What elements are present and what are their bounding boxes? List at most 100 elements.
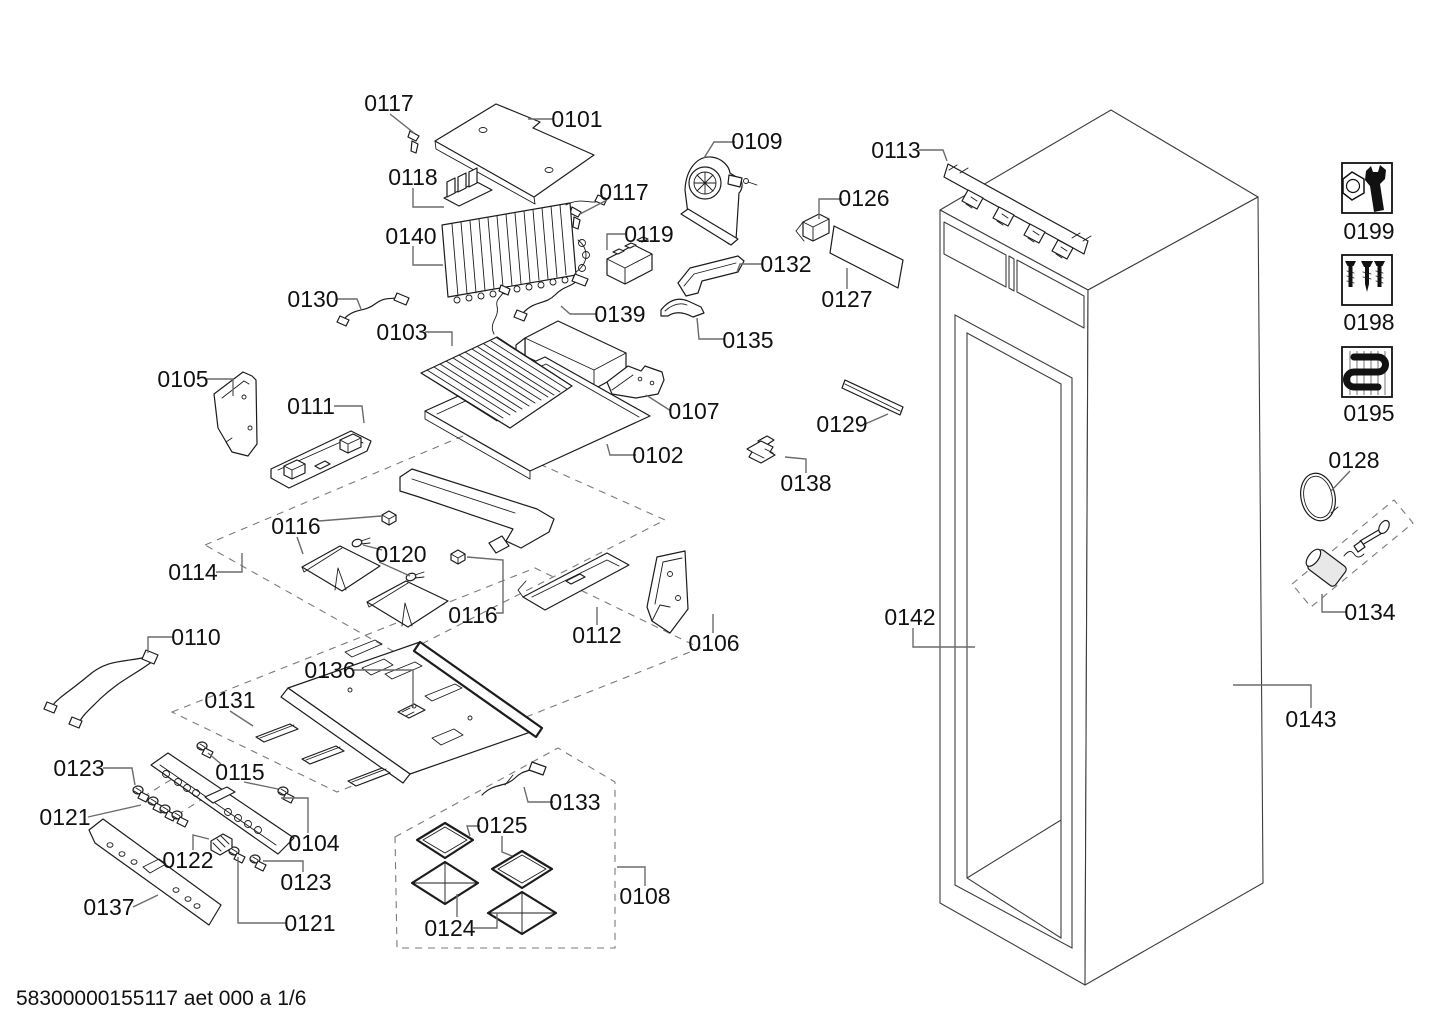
side-panel-0127 — [829, 225, 904, 289]
part-number-label: 0139 — [594, 301, 645, 327]
callout-leader-line — [560, 305, 597, 315]
part-number-label: 0136 — [304, 657, 355, 683]
callout-leader-line — [243, 781, 279, 790]
clamp-0138 — [746, 435, 776, 464]
callout-leader-line — [362, 544, 383, 551]
fan-blower-0109 — [680, 156, 758, 246]
part-number-label: 0117 — [599, 179, 648, 205]
spacer-0122 — [210, 833, 233, 856]
lamp-cover-a — [301, 545, 381, 592]
gasket-pad-0124-b — [486, 890, 558, 936]
part-number-label: 0127 — [821, 286, 872, 312]
callout-leader-line — [318, 515, 382, 522]
callout-leader-line — [334, 405, 365, 424]
part-number-label: 0140 — [385, 223, 436, 249]
part-number-label: 0105 — [157, 366, 208, 392]
callout-leader-line — [1330, 470, 1351, 492]
part-number-label: 0143 — [1285, 706, 1336, 732]
slot-covers-0131 — [255, 639, 463, 787]
latch-0136 — [397, 703, 426, 719]
part-number-label: 0115 — [215, 759, 264, 785]
callout-leader-line — [281, 797, 309, 833]
part-number-label: 0142 — [884, 604, 935, 630]
sensor-wire-0133 — [481, 761, 547, 796]
valve-kit-box-0134 — [1291, 499, 1414, 608]
gasket-kit-region-0108 — [394, 747, 616, 949]
mounting-clip-0117-a — [407, 130, 420, 154]
part-number-label: 0124 — [424, 915, 475, 941]
part-number-label: 0116 — [271, 513, 320, 539]
cabinet-floor-edge — [966, 819, 1062, 879]
callout-leader-line — [466, 556, 504, 614]
part-number-label: 0123 — [53, 755, 104, 781]
callout-leader-line — [1233, 684, 1312, 708]
part-number-label: 0104 — [288, 830, 339, 856]
gasket-frame-0125-a — [415, 821, 475, 860]
part-number-label: 0133 — [549, 789, 600, 815]
part-number-label: 0134 — [1344, 599, 1395, 625]
legend: 0199 0198 0195 — [1341, 162, 1395, 426]
control-panel-0104 — [150, 752, 295, 855]
part-number-label: 0129 — [816, 411, 867, 437]
legend-label: 0198 — [1343, 309, 1394, 335]
callout-leader-line — [147, 636, 173, 653]
callout-leader-line — [378, 561, 411, 577]
drawer-front-0112 — [517, 552, 630, 611]
side-bracket-0105 — [213, 371, 258, 457]
legend-item-0199: 0199 — [1341, 162, 1395, 244]
part-number-label: 0137 — [83, 894, 134, 920]
part-number-label: 0107 — [668, 398, 719, 424]
callout-leader-line — [703, 141, 735, 159]
part-number-label: 0109 — [731, 128, 782, 154]
callout-leader-line — [523, 786, 553, 803]
callout-leader-line — [229, 710, 254, 727]
part-number-label: 0106 — [688, 630, 739, 656]
callout-leader-line — [87, 804, 142, 818]
part-number-label: 0113 — [871, 137, 920, 163]
vent-band-right — [1016, 259, 1085, 329]
spacer-block-0118 — [443, 167, 493, 207]
part-number-label: 0116 — [448, 602, 497, 628]
terminal-block-0119 — [606, 236, 653, 285]
part-number-label: 0110 — [171, 624, 220, 650]
handle-bracket-0132 — [677, 255, 745, 297]
vent-band-divider — [1008, 255, 1015, 292]
callout-leader-line — [784, 456, 807, 473]
document-number: 58300000155117 aet 000 a 1/6 — [16, 987, 306, 1010]
screw-0115-b — [277, 786, 295, 804]
part-number-label: 0117 — [364, 90, 413, 116]
part-number-label: 0121 — [284, 910, 335, 936]
callout-leader-line — [645, 394, 672, 412]
screw-0123-a — [132, 785, 150, 803]
part-number-label: 0103 — [376, 319, 427, 345]
callout-leader-line — [696, 317, 725, 340]
callout-leader-line — [354, 669, 414, 707]
part-number-label: 0114 — [168, 559, 218, 585]
callout-leader-line — [425, 331, 453, 346]
lamp-cover-b — [366, 580, 449, 628]
screws-icon — [1345, 261, 1385, 292]
part-number-label: 0126 — [838, 185, 889, 211]
callout-leader-line — [216, 553, 243, 573]
callout-leader-line — [1321, 594, 1346, 613]
part-number-label: 0118 — [388, 164, 437, 190]
clip-0126 — [795, 213, 830, 242]
callout-leader-line — [606, 443, 636, 456]
part-number-label: 0120 — [375, 541, 426, 567]
callout-leader-line — [412, 188, 444, 208]
lamp-assembly-plane-0114 — [203, 432, 667, 656]
part-number-label: 0108 — [619, 883, 670, 909]
vent-band-left — [943, 221, 1007, 288]
part-number-label: 0123 — [280, 869, 331, 895]
part-number-label: 0130 — [287, 286, 338, 312]
legend-item-0198: 0198 — [1341, 254, 1395, 335]
callout-leader-line — [606, 233, 627, 250]
legend-item-0195: 0195 — [1341, 346, 1395, 426]
fascia-panel-0137 — [88, 818, 222, 926]
finned-shelf-0103 — [420, 284, 573, 429]
door-frame-inner — [966, 332, 1062, 940]
part-number-label: 0121 — [39, 804, 90, 830]
callout-leader-line — [912, 628, 975, 648]
